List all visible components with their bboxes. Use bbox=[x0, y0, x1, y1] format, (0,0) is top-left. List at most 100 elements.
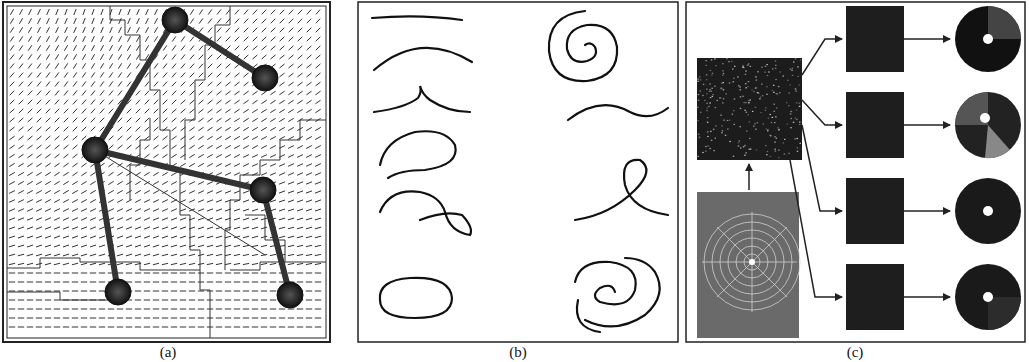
orientation-dash bbox=[9, 209, 15, 212]
orientation-dash bbox=[217, 73, 222, 77]
orientation-dash bbox=[136, 118, 141, 122]
orientation-dash bbox=[198, 318, 204, 319]
orientation-dash bbox=[72, 282, 78, 283]
orientation-dash bbox=[171, 245, 177, 247]
orientation-dash bbox=[135, 218, 141, 221]
orientation-dash bbox=[297, 282, 303, 283]
orientation-dash bbox=[99, 273, 105, 274]
orientation-dash bbox=[315, 282, 321, 283]
orientation-dash bbox=[189, 254, 195, 256]
orientation-dash bbox=[64, 54, 67, 59]
orientation-dash bbox=[243, 209, 249, 211]
orientation-dash bbox=[261, 309, 267, 310]
orientation-dash bbox=[270, 300, 276, 301]
orientation-dash bbox=[117, 209, 123, 212]
orientation-dash bbox=[252, 236, 258, 238]
orientation-dash bbox=[226, 91, 231, 95]
texture-dot bbox=[755, 129, 757, 130]
orientation-dash bbox=[83, 9, 85, 15]
orientation-dash bbox=[18, 291, 24, 292]
orientation-dash bbox=[198, 191, 204, 194]
orientation-dash bbox=[145, 36, 148, 42]
texture-dot bbox=[774, 122, 776, 123]
orientation-dash bbox=[225, 263, 231, 264]
orientation-dash bbox=[153, 245, 159, 247]
orientation-dash bbox=[279, 109, 284, 112]
orientation-dash bbox=[99, 254, 105, 256]
orientation-dash bbox=[171, 263, 177, 264]
orientation-dash bbox=[252, 300, 258, 301]
orientation-dash bbox=[127, 136, 132, 140]
orientation-dash bbox=[316, 37, 321, 41]
orientation-dash bbox=[252, 263, 258, 264]
orientation-dash bbox=[63, 209, 69, 212]
texture-dot bbox=[772, 68, 774, 69]
orientation-dash bbox=[10, 27, 14, 32]
orientation-dash bbox=[135, 309, 141, 310]
orientation-dash bbox=[243, 200, 249, 202]
orientation-dash bbox=[172, 100, 177, 104]
orientation-dash bbox=[315, 109, 320, 113]
image-texture bbox=[697, 6, 904, 329]
orientation-dash bbox=[207, 254, 213, 255]
orientation-dash bbox=[298, 28, 303, 32]
orientation-dash bbox=[153, 154, 158, 158]
texture-dot bbox=[768, 71, 770, 72]
orientation-dash bbox=[163, 73, 167, 78]
orientation-dash bbox=[108, 190, 114, 193]
orientation-dash bbox=[297, 327, 303, 328]
orientation-dash bbox=[118, 54, 121, 59]
orientation-dash bbox=[198, 154, 204, 157]
orientation-dash bbox=[64, 45, 67, 51]
orientation-dash bbox=[145, 91, 149, 96]
orientation-dash bbox=[19, 45, 23, 50]
texture-dot bbox=[778, 129, 780, 130]
orientation-dash bbox=[9, 254, 15, 256]
orientation-dash bbox=[47, 9, 50, 15]
texture-dot bbox=[709, 83, 711, 84]
orientation-dash bbox=[262, 37, 267, 41]
orientation-dash bbox=[234, 282, 240, 283]
orientation-dash bbox=[18, 282, 24, 283]
orientation-dash bbox=[244, 46, 249, 50]
orientation-dash bbox=[180, 245, 186, 247]
orientation-dash bbox=[153, 254, 159, 256]
orientation-dash bbox=[270, 100, 275, 104]
orientation-dash bbox=[72, 273, 78, 274]
orientation-dash bbox=[270, 127, 276, 130]
texture-dot bbox=[697, 78, 699, 79]
texture-dot bbox=[705, 151, 707, 152]
orientation-dash bbox=[162, 209, 168, 212]
orientation-dash bbox=[28, 73, 32, 78]
orientation-dash bbox=[261, 137, 267, 140]
orientation-dash bbox=[297, 155, 303, 158]
orientation-dash bbox=[207, 245, 213, 247]
orientation-dash bbox=[162, 172, 167, 175]
texture-dot bbox=[706, 74, 708, 75]
panel-frame bbox=[3, 2, 330, 342]
orientation-dash bbox=[253, 46, 258, 50]
orientation-dash bbox=[172, 55, 176, 60]
orientation-dash bbox=[199, 64, 203, 69]
orientation-dash bbox=[28, 136, 33, 140]
orientation-dash bbox=[136, 109, 140, 114]
orientation-dash bbox=[73, 63, 76, 68]
orientation-dash bbox=[63, 245, 69, 247]
orientation-dash bbox=[45, 309, 51, 310]
orientation-dash bbox=[163, 54, 167, 59]
texture-dot bbox=[776, 107, 778, 108]
texture-dot bbox=[791, 70, 793, 71]
orientation-dash bbox=[135, 181, 140, 184]
texture-dot bbox=[783, 142, 785, 143]
orientation-dash bbox=[153, 263, 159, 265]
orientation-dash bbox=[109, 72, 113, 77]
orientation-dash bbox=[117, 172, 122, 176]
orientation-dash bbox=[279, 82, 284, 86]
orientation-dash bbox=[154, 136, 159, 140]
texture-dot bbox=[765, 110, 767, 111]
orientation-dash bbox=[36, 172, 41, 175]
orientation-dash bbox=[117, 218, 123, 221]
orientation-dash bbox=[306, 300, 312, 301]
orientation-dash bbox=[252, 245, 258, 246]
orientation-dash bbox=[306, 254, 312, 255]
